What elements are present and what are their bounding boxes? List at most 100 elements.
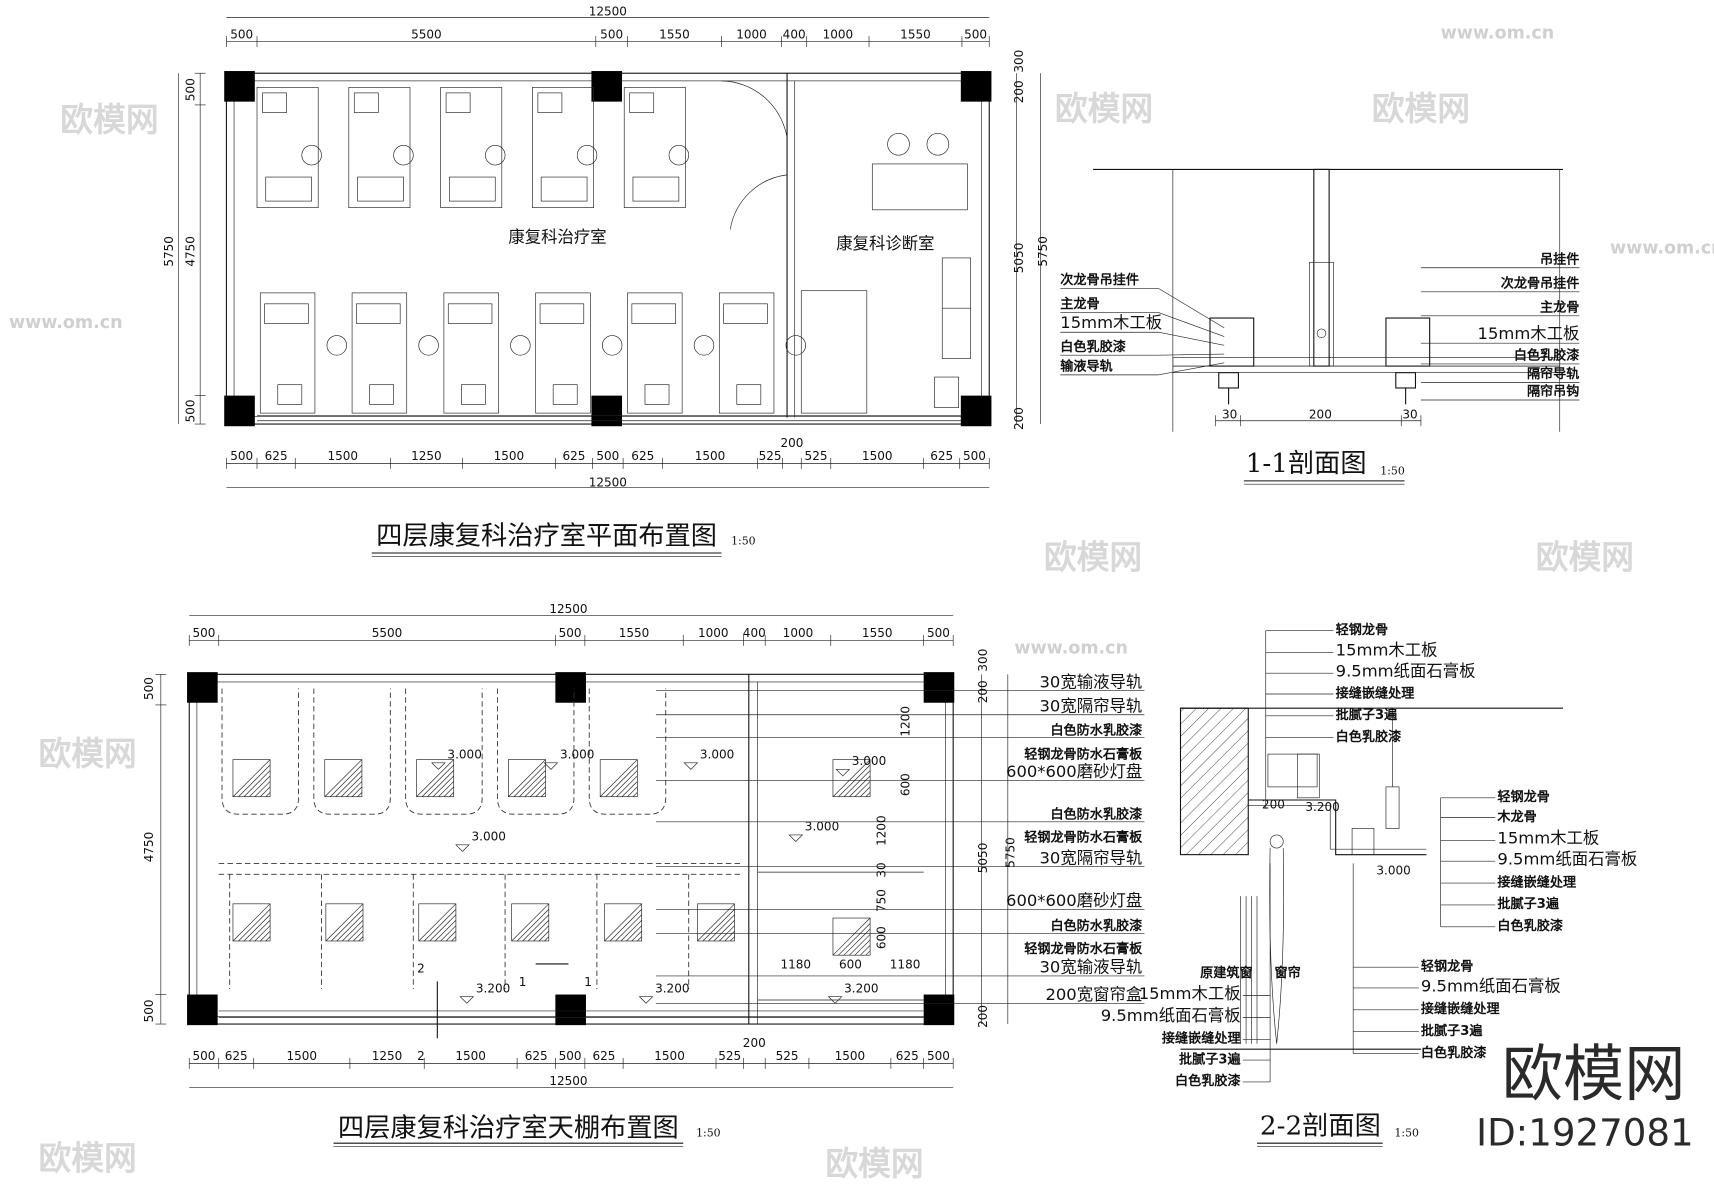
curtain bbox=[1269, 848, 1284, 1044]
line bbox=[445, 930, 457, 942]
section-1-1-title: 1-1剖面图 bbox=[1246, 449, 1367, 479]
dimension-value: 500 bbox=[964, 27, 987, 41]
dimension-value: 600 bbox=[874, 926, 888, 949]
dimension-value: 625 bbox=[896, 1049, 919, 1063]
elevation-mark: 3.000 bbox=[852, 754, 886, 768]
elevation-mark: 3.000 bbox=[447, 747, 481, 761]
line bbox=[609, 909, 642, 942]
line bbox=[540, 792, 546, 797]
chair bbox=[510, 335, 531, 356]
label: 1180 bbox=[781, 957, 812, 971]
chair bbox=[576, 145, 598, 166]
curtain-box bbox=[1248, 799, 1427, 856]
line bbox=[352, 930, 364, 942]
room-label-treatment: 康复科治疗室 bbox=[508, 228, 606, 247]
line bbox=[346, 781, 363, 797]
dimension-value: 1000 bbox=[823, 27, 854, 41]
callout-label: 次龙骨吊挂件 bbox=[1060, 271, 1139, 288]
line bbox=[849, 775, 871, 797]
watermark-url: www.om.cn bbox=[1014, 639, 1128, 659]
curtain-label: 窗帘 bbox=[1274, 964, 1300, 981]
column bbox=[923, 994, 955, 1026]
pillow bbox=[552, 384, 578, 405]
iv-rail bbox=[1218, 372, 1239, 389]
callout-label: 15mm木工板 bbox=[1478, 324, 1580, 343]
watermark-text: 欧模网 bbox=[1372, 90, 1470, 128]
dimension-value: 1000 bbox=[698, 626, 729, 640]
room-label-diagnosis: 康复科诊断室 bbox=[836, 234, 934, 253]
line bbox=[832, 917, 871, 956]
watermark-text: 欧模网 bbox=[1044, 538, 1142, 576]
concrete-wall bbox=[1179, 707, 1249, 856]
line bbox=[854, 939, 871, 956]
label: 5750 bbox=[1036, 236, 1050, 267]
curtain-track bbox=[313, 688, 391, 815]
callout-label: 9.5mm纸面石膏板 bbox=[1421, 976, 1561, 995]
wood-keel bbox=[1351, 828, 1375, 855]
callout-label: 15mm木工板 bbox=[1139, 984, 1241, 1003]
line bbox=[449, 792, 454, 797]
line bbox=[616, 775, 638, 797]
callout-label: 木龙骨 bbox=[1496, 808, 1536, 825]
watermark-text: 欧模网 bbox=[60, 101, 158, 139]
line bbox=[535, 786, 546, 797]
bed bbox=[259, 292, 316, 414]
line bbox=[524, 775, 546, 797]
pillow bbox=[629, 92, 655, 113]
line bbox=[516, 909, 550, 942]
chair bbox=[926, 133, 950, 156]
dimension-value: 1200 bbox=[874, 815, 888, 846]
dimension-value: 500 bbox=[596, 449, 619, 463]
callout-label: 9.5mm纸面石膏板 bbox=[1497, 849, 1637, 868]
callout-label: 30宽输液导轨 bbox=[1040, 672, 1143, 691]
line bbox=[511, 903, 550, 942]
leader-line bbox=[1158, 362, 1225, 376]
column bbox=[555, 672, 586, 703]
bedside-desk bbox=[447, 303, 493, 324]
chair bbox=[785, 335, 806, 356]
chair bbox=[418, 335, 439, 356]
dimension-value: 500 bbox=[559, 1049, 582, 1063]
dimension-value: 625 bbox=[631, 449, 654, 463]
dimension-value: 1000 bbox=[736, 27, 767, 41]
line bbox=[621, 781, 638, 797]
dimension-value: 625 bbox=[562, 449, 585, 463]
callout-label: 批腻子3遍 bbox=[1421, 1022, 1483, 1039]
chair bbox=[668, 145, 690, 166]
label: 5050 bbox=[1012, 243, 1026, 274]
dimension-value: 1550 bbox=[659, 27, 690, 41]
callout-label: 白色乳胶漆 bbox=[1336, 728, 1402, 745]
callout-label: 9.5mm纸面石膏板 bbox=[1336, 662, 1476, 681]
line bbox=[351, 786, 363, 797]
line bbox=[429, 914, 457, 942]
column bbox=[960, 395, 992, 427]
callout-label: 白色乳胶漆 bbox=[1175, 1072, 1241, 1089]
bed bbox=[718, 292, 775, 414]
line bbox=[238, 909, 271, 942]
callout-label: 轻钢龙骨防水石膏板 bbox=[1024, 940, 1143, 957]
pillow bbox=[644, 384, 670, 405]
elevation-triangle bbox=[431, 762, 446, 770]
ceiling-scale: 1:50 bbox=[696, 1127, 721, 1140]
dimension-value: 500 bbox=[193, 626, 216, 640]
chair bbox=[326, 335, 347, 356]
dimension-value: 1250 bbox=[372, 1049, 403, 1063]
elevation-triangle bbox=[683, 762, 699, 770]
watermark-text: 欧模网 bbox=[1055, 90, 1153, 128]
callout-label: 接缝嵌缝处理 bbox=[1497, 873, 1576, 890]
label: 200 bbox=[1012, 80, 1026, 103]
curtain-ring bbox=[1269, 834, 1284, 849]
column bbox=[555, 994, 586, 1026]
hanger bbox=[1385, 786, 1400, 829]
column bbox=[591, 71, 623, 102]
line bbox=[533, 925, 550, 942]
elevation-triangle bbox=[459, 996, 475, 1004]
line bbox=[249, 775, 271, 797]
dimension-value: 30 bbox=[874, 862, 888, 877]
section-1-1-scale: 1:50 bbox=[1380, 464, 1405, 477]
bed bbox=[348, 87, 411, 208]
line bbox=[637, 936, 642, 942]
line bbox=[860, 786, 871, 797]
